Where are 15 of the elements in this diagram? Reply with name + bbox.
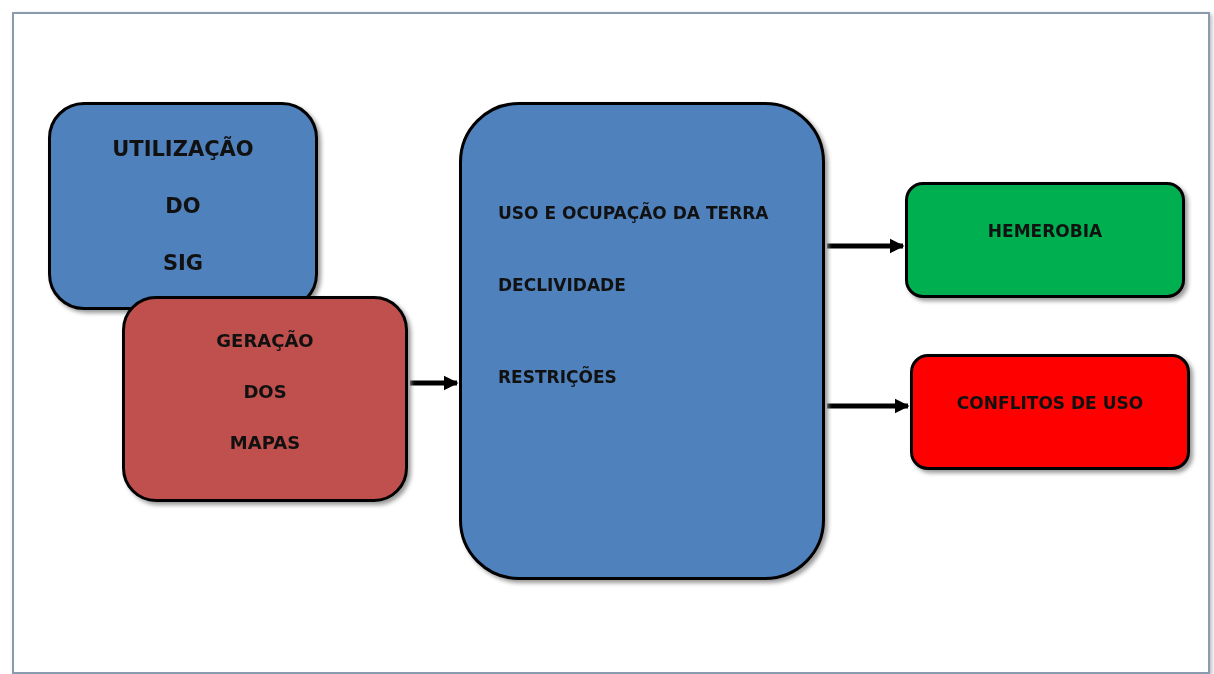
node-label: RESTRIÇÕES <box>498 365 617 389</box>
arrow <box>827 238 905 254</box>
node-label: UTILIZAÇÃO DO SIG <box>112 135 254 277</box>
rounded-box <box>910 354 1190 470</box>
rounded-box <box>48 102 318 310</box>
node-label: GERAÇÃO DOS MAPAS <box>216 329 314 455</box>
arrow <box>410 375 459 391</box>
node-label: USO E OCUPAÇÃO DA TERRA <box>498 201 769 225</box>
node-label: DECLIVIDADE <box>498 274 626 297</box>
arrow <box>827 398 910 414</box>
rounded-box <box>122 296 408 502</box>
rounded-box <box>459 102 825 580</box>
node-label: HEMEROBIA <box>987 220 1103 243</box>
node-label: CONFLITOS DE USO <box>956 392 1144 415</box>
rounded-box <box>905 182 1185 298</box>
